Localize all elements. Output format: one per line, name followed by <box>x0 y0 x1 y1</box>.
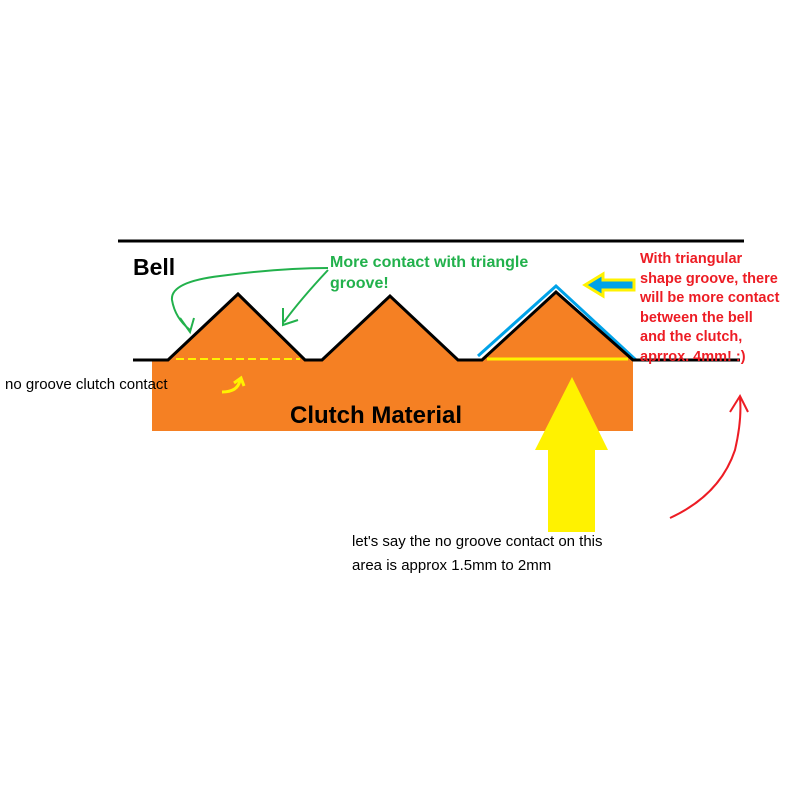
big-yellow-arrow <box>535 377 608 532</box>
bottom-note: let's say the no groove contact on this … <box>352 530 603 578</box>
clutch-material-label: Clutch Material <box>290 402 463 429</box>
green-note-line: More contact with triangle <box>330 254 529 271</box>
small-yellow-arrow <box>221 375 246 394</box>
red-arrow <box>669 393 749 519</box>
red-note-line: aprrox. 4mm! :) <box>640 348 746 365</box>
green-arrow-2 <box>282 269 329 327</box>
red-note: With triangular shape groove, there will… <box>640 250 779 367</box>
green-note: More contact with triangle groove! <box>330 252 528 294</box>
groove-tooth-3 <box>482 292 633 360</box>
bottom-note-line: let's say the no groove contact on this <box>352 533 603 550</box>
bottom-note-line: area is approx 1.5mm to 2mm <box>352 557 552 574</box>
red-note-line: With triangular <box>640 251 743 267</box>
bell-label: Bell <box>133 254 176 280</box>
red-note-line: and the clutch, <box>640 329 743 345</box>
no-groove-contact-label: no groove clutch contact <box>5 376 168 393</box>
red-note-line: shape groove, there <box>640 270 778 287</box>
blue-arrow <box>582 271 636 299</box>
green-note-line: groove! <box>330 275 389 292</box>
groove-tooth-1 <box>168 294 305 360</box>
red-note-line: will be more contact <box>640 290 780 306</box>
red-note-line: between the bell <box>640 309 753 326</box>
groove-tooth-2 <box>322 296 458 360</box>
blue-contact-outline <box>476 283 638 362</box>
bell-profile <box>133 289 740 362</box>
green-arrow-1 <box>170 267 329 335</box>
